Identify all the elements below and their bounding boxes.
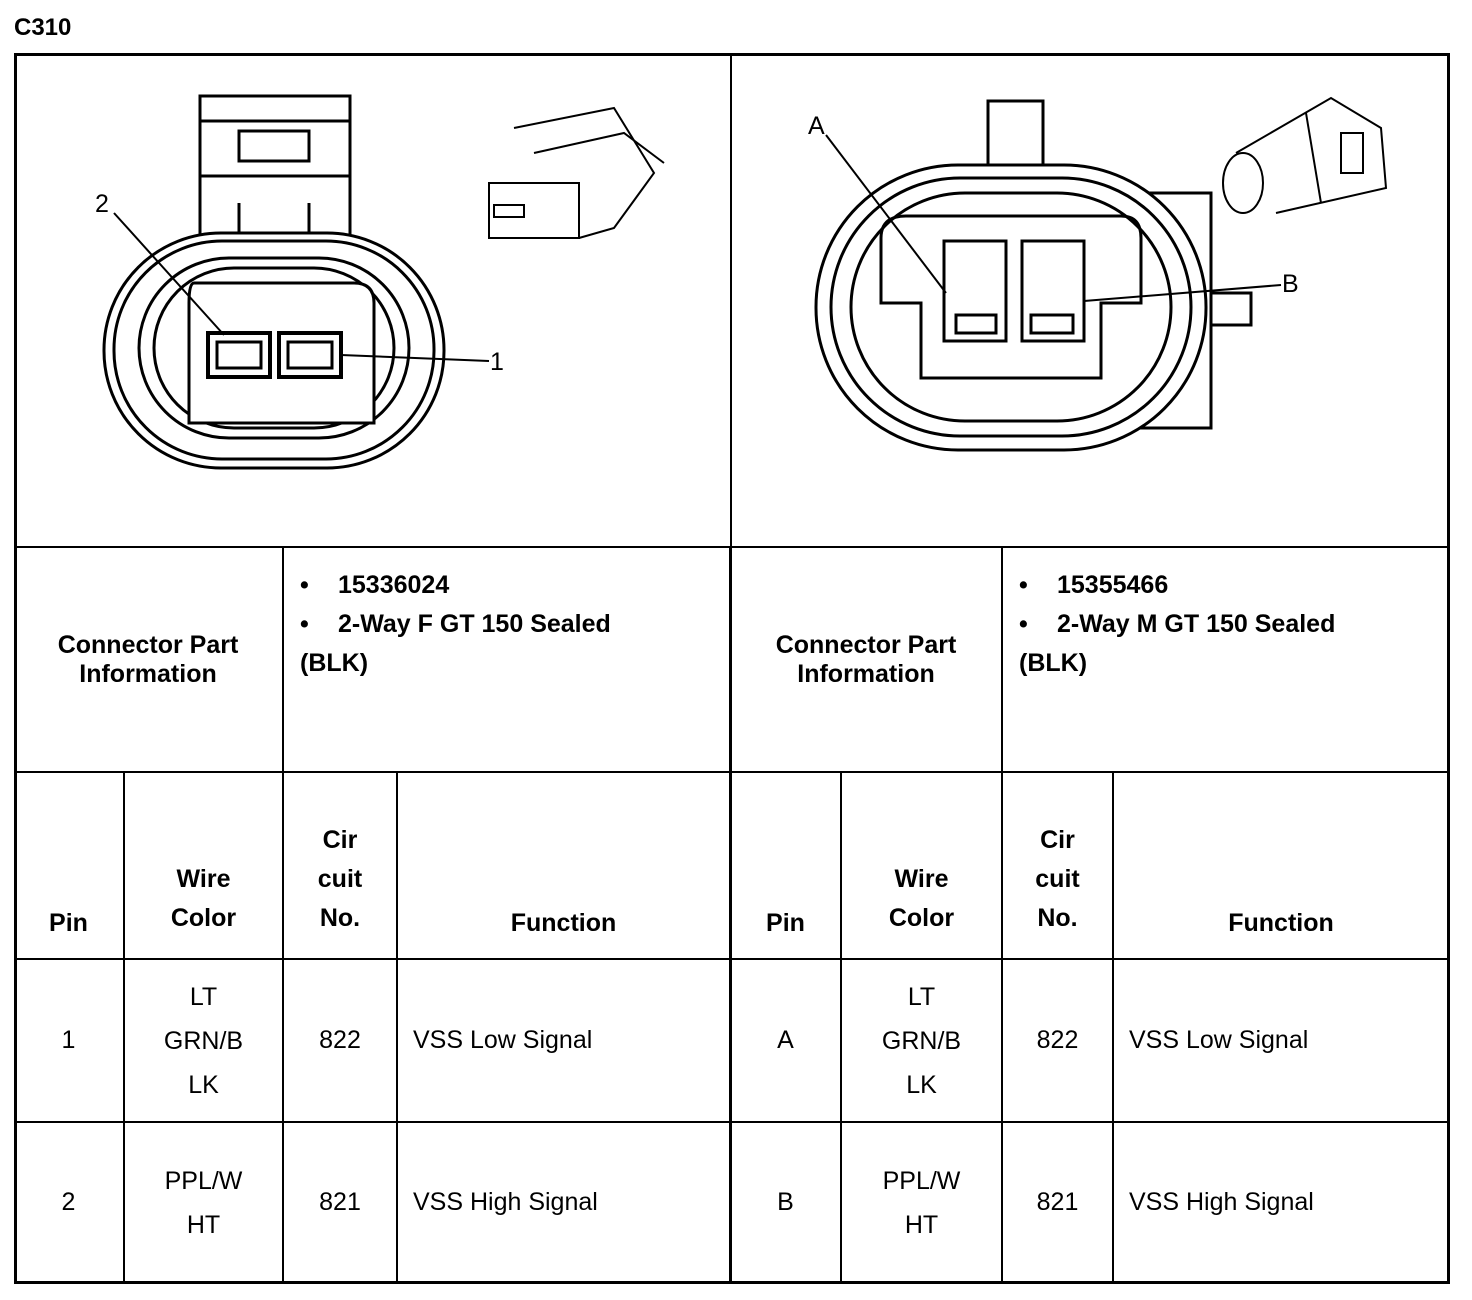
- table-cell: 822: [284, 960, 398, 1123]
- row-wire: LT GRN/B LK: [163, 982, 244, 1099]
- table-cell: 1: [14, 960, 125, 1123]
- row-circuit: 822: [1036, 1026, 1079, 1054]
- row-circuit: 822: [319, 1026, 361, 1054]
- row-function: VSS Low Signal: [1129, 1026, 1309, 1054]
- header-function: Function: [510, 909, 617, 937]
- row-circuit: 821: [319, 1188, 361, 1216]
- table-cell: Pin: [731, 773, 842, 960]
- header-circuit: Cir cuit No.: [1035, 826, 1080, 932]
- color-code: (BLK): [300, 649, 369, 677]
- table-cell: Function: [1114, 773, 1450, 960]
- header-pin: Pin: [49, 909, 88, 937]
- table-cell: 2: [14, 1123, 125, 1284]
- table-cell: 822: [1003, 960, 1114, 1123]
- header-function: Function: [1228, 909, 1334, 937]
- table-cell: VSS Low Signal: [1114, 960, 1450, 1123]
- female-connector-drawing: [102, 94, 665, 470]
- table-cell: VSS High Signal: [398, 1123, 731, 1284]
- part-number: 15336024: [338, 571, 450, 599]
- part-description: 2-Way F GT 150 Sealed: [338, 610, 611, 638]
- table-cell: Cir cuit No.: [1003, 773, 1114, 960]
- table-cell: LT GRN/B LK: [125, 960, 284, 1123]
- part-info-value: •15355466 •2-Way M GT 150 Sealed (BLK): [1003, 548, 1450, 773]
- row-divider: [14, 546, 1450, 548]
- table-cell: Function: [398, 773, 731, 960]
- row-wire: LT GRN/B LK: [881, 982, 962, 1099]
- color-code: (BLK): [1019, 649, 1088, 677]
- table-cell: Pin: [14, 773, 125, 960]
- table-cell: A: [731, 960, 842, 1123]
- pin-label-b: B: [1282, 270, 1299, 298]
- part-info-value: •15336024 •2-Way F GT 150 Sealed (BLK): [284, 548, 731, 773]
- header-wire: Wire Color: [170, 865, 237, 932]
- part-description: 2-Way M GT 150 Sealed: [1057, 610, 1336, 638]
- table-cell: Cir cuit No.: [284, 773, 398, 960]
- row-function: VSS High Signal: [413, 1188, 598, 1216]
- table-cell: Wire Color: [125, 773, 284, 960]
- header-circuit: Cir cuit No.: [317, 826, 363, 932]
- row-function: VSS High Signal: [1129, 1188, 1314, 1216]
- column-divider: [730, 53, 732, 1284]
- row-function: VSS Low Signal: [413, 1026, 593, 1054]
- male-connector-drawing: [814, 96, 1388, 452]
- connector-title: C310: [14, 14, 72, 41]
- part-number: 15355466: [1057, 571, 1169, 599]
- part-info-label: Connector Part Information: [14, 548, 284, 773]
- row-wire: PPL/W HT: [882, 1166, 961, 1239]
- pin-label-2: 2: [95, 190, 109, 218]
- table-cell: 821: [284, 1123, 398, 1284]
- table-cell: B: [731, 1123, 842, 1284]
- row-pin: 2: [61, 1188, 76, 1216]
- row-wire: PPL/W HT: [164, 1166, 243, 1239]
- table-cell: VSS Low Signal: [398, 960, 731, 1123]
- table-cell: Wire Color: [842, 773, 1003, 960]
- row-pin: 1: [61, 1026, 76, 1054]
- table-cell: VSS High Signal: [1114, 1123, 1450, 1284]
- pin-label-1: 1: [490, 348, 504, 376]
- row-circuit: 821: [1036, 1188, 1079, 1216]
- table-cell: LT GRN/B LK: [842, 960, 1003, 1123]
- row-pin: B: [777, 1188, 794, 1216]
- table-cell: PPL/W HT: [842, 1123, 1003, 1284]
- row-pin: A: [777, 1026, 794, 1054]
- table-cell: PPL/W HT: [125, 1123, 284, 1284]
- pin-label-a: A: [808, 112, 825, 140]
- header-wire: Wire Color: [888, 865, 955, 932]
- part-info-label: Connector Part Information: [731, 548, 1003, 773]
- header-pin: Pin: [766, 909, 805, 937]
- table-cell: 821: [1003, 1123, 1114, 1284]
